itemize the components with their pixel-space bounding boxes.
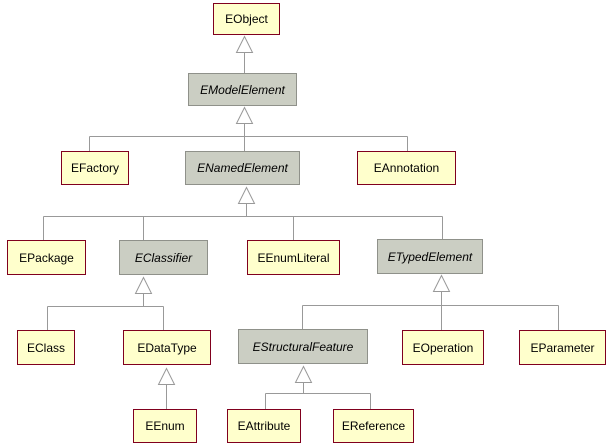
class-node-efactory[interactable]: EFactory bbox=[61, 151, 129, 185]
edges-to-estructuralfeature bbox=[265, 365, 371, 410]
class-name-label: EAnnotation bbox=[373, 161, 440, 175]
class-name-label: EEnum bbox=[145, 419, 185, 433]
class-name-label: ENamedElement bbox=[197, 161, 288, 175]
edges-to-emodelelement bbox=[89, 106, 408, 152]
class-name-label: EDataType bbox=[137, 340, 197, 355]
class-name-label: EObject bbox=[225, 12, 268, 26]
edges-to-eclassifier bbox=[47, 276, 164, 331]
class-node-eenum[interactable]: EEnum bbox=[133, 409, 197, 443]
class-node-estructuralfeature[interactable]: EStructuralFeature bbox=[238, 329, 368, 364]
class-node-eclassifier[interactable]: EClassifier bbox=[119, 240, 208, 275]
generalization-arrow-icon bbox=[237, 186, 256, 204]
class-node-ereference[interactable]: EReference bbox=[333, 409, 414, 443]
class-node-eobject[interactable]: EObject bbox=[213, 3, 280, 35]
class-node-etypedelement[interactable]: ETypedElement bbox=[377, 239, 483, 274]
class-name-label: EPackage bbox=[19, 250, 74, 265]
class-node-enamedelement[interactable]: ENamedElement bbox=[185, 151, 300, 185]
class-name-label: EReference bbox=[341, 419, 406, 433]
generalization-arrow-icon bbox=[157, 367, 176, 385]
class-name-label: EParameter bbox=[530, 340, 595, 355]
generalization-arrow-icon bbox=[235, 106, 254, 124]
class-node-eattribute[interactable]: EAttribute bbox=[227, 409, 301, 443]
class-name-label: EFactory bbox=[70, 161, 119, 175]
class-name-label: ETypedElement bbox=[387, 249, 473, 264]
generalization-arrow-icon bbox=[432, 274, 451, 292]
edge-eenum-to-edatatype bbox=[157, 367, 176, 410]
generalization-arrow-icon bbox=[294, 365, 313, 383]
class-node-eclass[interactable]: EClass bbox=[17, 330, 75, 365]
edge-emodelelement-to-eobject bbox=[235, 35, 254, 74]
class-node-eparameter[interactable]: EParameter bbox=[519, 330, 606, 365]
class-node-epackage[interactable]: EPackage bbox=[7, 240, 86, 275]
generalization-arrow-icon bbox=[134, 276, 153, 294]
class-node-eannotation[interactable]: EAnnotation bbox=[357, 151, 456, 185]
class-node-edatatype[interactable]: EDataType bbox=[123, 330, 211, 365]
class-name-label: EClassifier bbox=[134, 250, 193, 265]
class-node-emodelelement[interactable]: EModelElement bbox=[188, 73, 297, 106]
class-name-label: EModelElement bbox=[200, 82, 285, 97]
edges-to-etypedelement bbox=[302, 274, 559, 331]
class-name-label: EClass bbox=[26, 340, 65, 355]
edges bbox=[43, 35, 559, 410]
edges-to-enamedelement bbox=[43, 186, 443, 241]
class-name-label: EEnumLiteral bbox=[257, 250, 330, 265]
generalization-arrow-icon bbox=[235, 35, 254, 53]
class-node-eoperation[interactable]: EOperation bbox=[402, 330, 484, 365]
class-name-label: EOperation bbox=[412, 340, 474, 355]
class-name-label: EStructuralFeature bbox=[252, 339, 354, 354]
class-node-eenumliteral[interactable]: EEnumLiteral bbox=[247, 240, 340, 275]
class-name-label: EAttribute bbox=[237, 419, 291, 433]
